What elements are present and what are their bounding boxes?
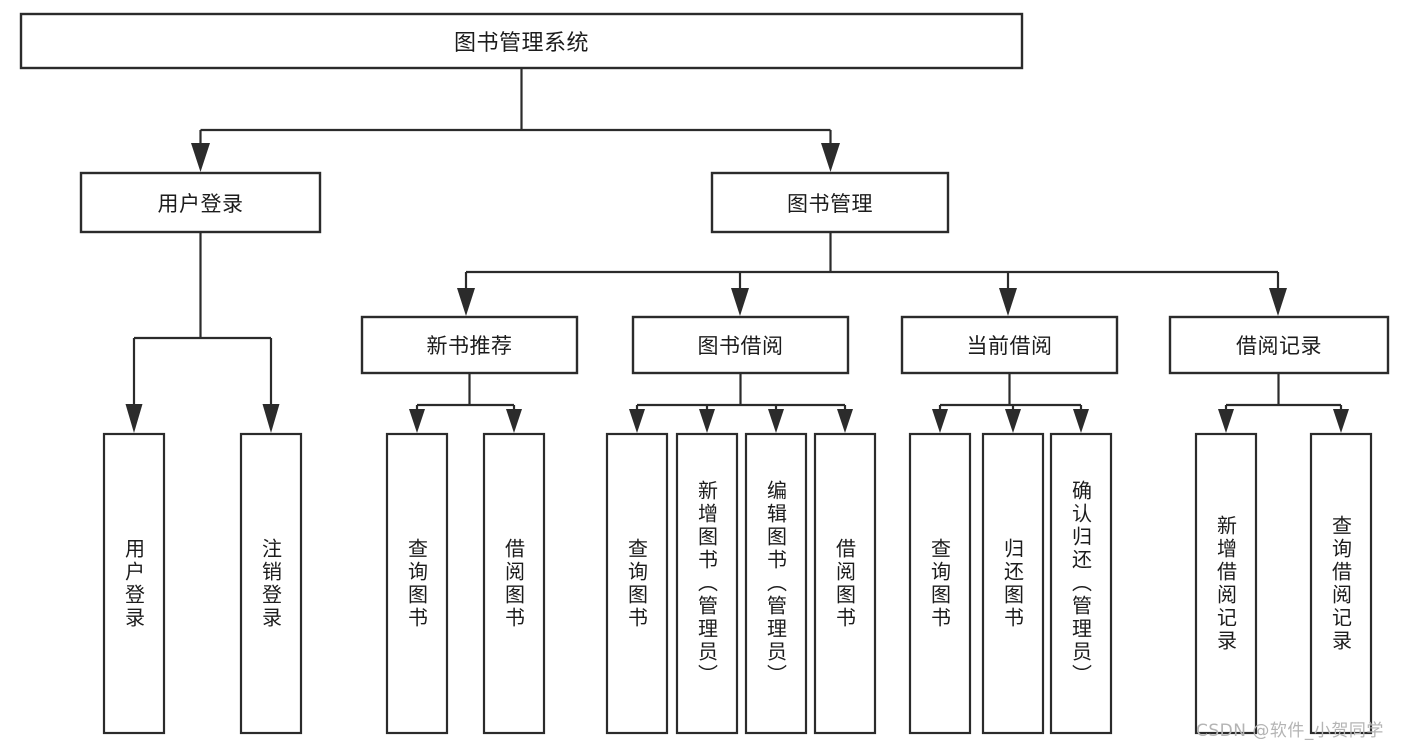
connector-group-book-borrow — [629, 373, 853, 433]
arrow-head-leaf-return-book — [1005, 409, 1021, 433]
node-box-leaf-confirm-return[interactable] — [1049, 432, 1113, 735]
node-box-book-borrow[interactable] — [631, 315, 850, 375]
node-box-leaf-borrow-book-recommend[interactable] — [482, 432, 546, 735]
node-box-new-book-recommend[interactable] — [360, 315, 579, 375]
arrow-head-leaf-logout — [262, 404, 280, 433]
arrow-head-user-login — [191, 143, 210, 172]
arrow-head-leaf-edit-book — [768, 409, 784, 433]
node-box-leaf-edit-book[interactable] — [744, 432, 808, 735]
node-box-leaf-query-book-current[interactable] — [908, 432, 972, 735]
arrow-head-book-borrow — [731, 288, 749, 316]
arrow-head-leaf-user-login — [125, 404, 143, 433]
connector-group-book-management — [457, 232, 1287, 316]
arrow-head-leaf-borrow-book-recommend — [506, 409, 522, 433]
connector-group-current-borrow — [932, 373, 1089, 433]
csdn-watermark: CSDN @软件_小贺同学 — [1196, 721, 1384, 741]
node-box-leaf-add-book[interactable] — [675, 432, 739, 735]
connector-group-root — [191, 68, 840, 172]
arrow-head-borrow-record — [1269, 288, 1287, 316]
arrow-head-book-management — [821, 143, 840, 172]
node-box-leaf-user-login[interactable] — [102, 432, 166, 735]
node-box-leaf-query-borrow-record[interactable] — [1309, 432, 1373, 735]
connector-group-user-login — [125, 232, 280, 433]
node-box-leaf-query-book-recommend[interactable] — [385, 432, 449, 735]
node-box-user-login[interactable] — [79, 171, 322, 234]
node-box-leaf-borrow-book[interactable] — [813, 432, 877, 735]
connector-group-borrow-record — [1218, 373, 1349, 433]
connector-group-new-book-recommend — [409, 373, 522, 433]
arrow-head-leaf-query-book-borrow — [629, 409, 645, 433]
arrow-head-new-book-recommend — [457, 288, 475, 316]
arrow-head-leaf-confirm-return — [1073, 409, 1089, 433]
node-box-leaf-add-borrow-record[interactable] — [1194, 432, 1258, 735]
node-box-leaf-logout[interactable] — [239, 432, 303, 735]
node-box-current-borrow[interactable] — [900, 315, 1119, 375]
arrow-head-current-borrow — [999, 288, 1017, 316]
arrow-head-leaf-add-book — [699, 409, 715, 433]
arrow-head-leaf-borrow-book — [837, 409, 853, 433]
arrow-head-leaf-add-borrow-record — [1218, 409, 1234, 433]
node-box-leaf-query-book-borrow[interactable] — [605, 432, 669, 735]
arrow-head-leaf-query-borrow-record — [1333, 409, 1349, 433]
arrow-head-leaf-query-book-recommend — [409, 409, 425, 433]
arrow-head-leaf-query-book-current — [932, 409, 948, 433]
node-box-book-management[interactable] — [710, 171, 950, 234]
node-box-borrow-record[interactable] — [1168, 315, 1390, 375]
node-box-leaf-return-book[interactable] — [981, 432, 1045, 735]
node-box-root[interactable] — [19, 12, 1024, 70]
